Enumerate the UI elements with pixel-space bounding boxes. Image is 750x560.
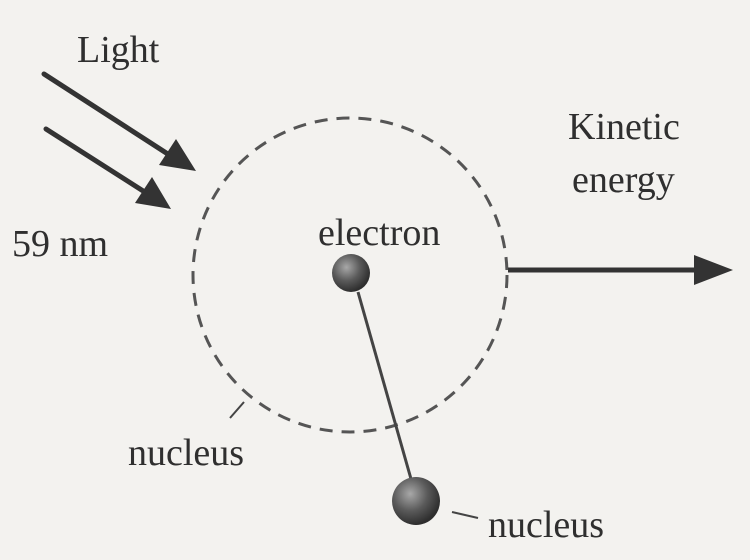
electron-sphere — [332, 254, 370, 292]
kinetic-label-line2: energy — [572, 159, 675, 201]
orbit-circle — [191, 116, 509, 434]
kinetic-label-line1: Kinetic — [568, 106, 680, 148]
nucleus-sphere — [392, 477, 440, 525]
light-arrow-lower — [43, 126, 171, 209]
light-label: Light — [77, 29, 160, 71]
nucleus-ball-label: nucleus — [488, 504, 604, 546]
electron-label: electron — [318, 212, 440, 254]
wavelength-label: 59 nm — [12, 223, 108, 265]
light-arrow-upper — [41, 71, 196, 171]
nucleus-ball-leader — [451, 511, 479, 519]
nucleus-orbit-leader — [229, 401, 245, 419]
nucleus-orbit-label: nucleus — [128, 432, 244, 474]
kinetic-energy-arrow — [508, 255, 733, 285]
bond-line — [356, 291, 415, 487]
